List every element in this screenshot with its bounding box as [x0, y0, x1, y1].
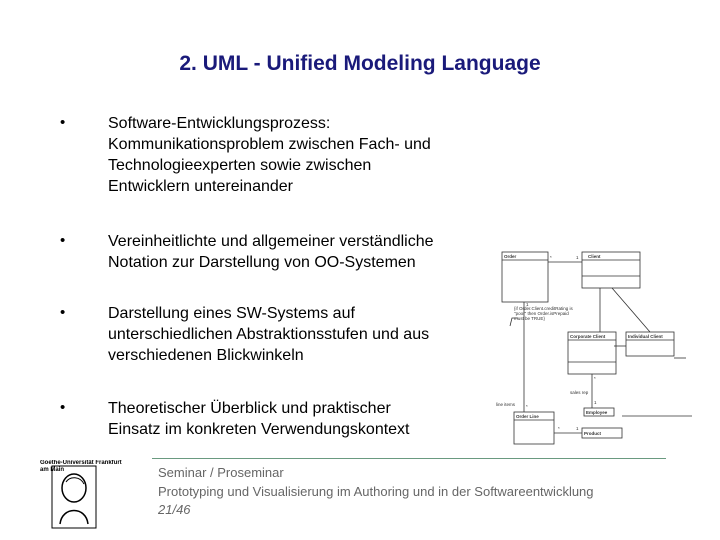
bullet-line: Theoretischer Überblick und praktischer: [108, 400, 391, 417]
slide-title: 2. UML - Unified Modeling Language: [179, 52, 541, 75]
bullet-marker: •: [60, 114, 66, 131]
uml-generalization-individual: [611, 287, 651, 333]
bullet-line: Einsatz im konkreten Verwendungskontext: [108, 421, 410, 438]
bullet-line: Software-Entwicklungsprozess:: [108, 115, 331, 132]
bullet-marker: •: [60, 399, 66, 416]
uml-multiplicity: *: [558, 426, 560, 431]
footer-seminar: Seminar / Proseminar: [158, 465, 284, 480]
bullet-line: Notation zur Darstellung von OO-Systemen: [108, 254, 416, 271]
uml-class-order-line: Order Line: [516, 414, 539, 419]
bullet-marker: •: [60, 304, 66, 321]
uml-constraint-note: {if Order.Client.creditRating is "poor" …: [514, 306, 573, 321]
footer-page-number: 21/46: [158, 502, 191, 517]
uml-constraint-connector: [509, 317, 518, 327]
uml-role-label: sales rep: [570, 390, 589, 395]
uml-class-client-box: [581, 251, 641, 289]
uml-multiplicity: 1: [594, 400, 597, 405]
footer-course-title: Prototyping und Visualisierung im Author…: [158, 484, 594, 499]
uml-class-individual-client: Individual Client: [628, 334, 663, 339]
uml-multiplicity: *: [550, 255, 552, 260]
university-logo: Goethe-Universität Frankfurt am Main: [40, 460, 122, 529]
bullet-item: Software-Entwicklungsprozess: Kommunikat…: [108, 113, 488, 197]
bullet-line: unterschiedlichen Abstraktionsstufen und…: [108, 326, 430, 343]
bullet-item: Theoretischer Überblick und praktischer …: [108, 398, 488, 440]
uml-multiplicity: 1: [576, 255, 579, 260]
bullet-line: Entwicklern untereinander: [108, 178, 293, 195]
bullet-line: Vereinheitlichte und allgemeiner verstän…: [108, 233, 434, 250]
uml-multiplicity: 1: [576, 426, 579, 431]
uml-class-product: Product: [584, 431, 602, 436]
bullet-line: verschiedenen Blickwinkeln: [108, 347, 304, 364]
uml-multiplicity: *: [526, 404, 528, 409]
uml-multiplicity: 1: [526, 302, 529, 307]
bullet-line: Darstellung eines SW-Systems auf: [108, 305, 355, 322]
uml-class-diagram: Order Client Corporate Client Individual…: [496, 251, 692, 445]
uml-class-order-box: [501, 251, 549, 303]
university-logo-text: Goethe-Universität Frankfurt am Main: [40, 460, 122, 473]
uml-class-client: Client: [588, 254, 601, 259]
footer-divider: [152, 458, 666, 459]
uml-class-employee: Employee: [586, 410, 608, 415]
uml-multiplicity: *: [594, 376, 596, 381]
uml-class-corporate-client: Corporate Client: [570, 334, 606, 339]
bullet-item: Darstellung eines SW-Systems auf untersc…: [108, 303, 488, 366]
bullet-line: Kommunikationsproblem zwischen Fach- und: [108, 136, 431, 153]
uml-class-order: Order: [504, 254, 517, 259]
bullet-marker: •: [60, 232, 66, 249]
bullet-line: Technologieexperten sowie zwischen: [108, 157, 372, 174]
bullet-item: Vereinheitlichte und allgemeiner verstän…: [108, 231, 488, 273]
uml-class-employee-box: [583, 407, 615, 417]
uml-class-order-line-box: [513, 411, 555, 445]
uml-role-label: line items: [496, 402, 516, 407]
